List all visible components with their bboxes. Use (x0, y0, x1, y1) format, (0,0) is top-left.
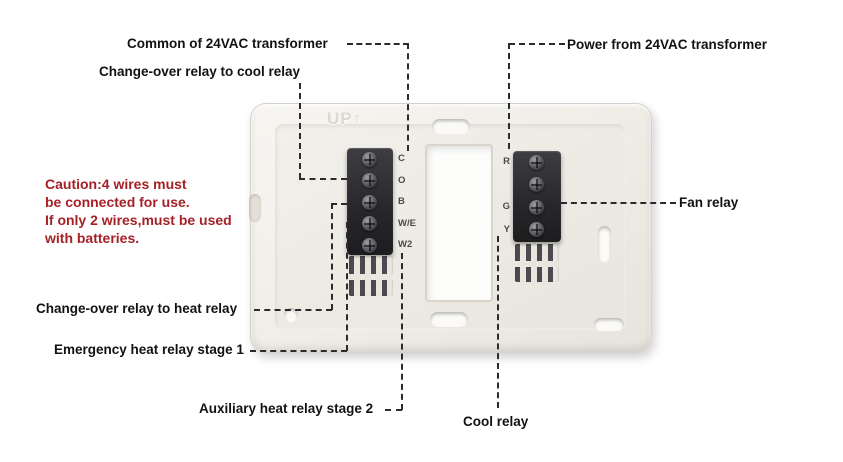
terminal-screw (529, 200, 544, 215)
terminal-block-left (347, 148, 393, 255)
label-changeover-cool-relay: Change-over relay to cool relay (99, 64, 301, 79)
terminal-screw (362, 152, 377, 167)
thermostat-backplate: UP↑ C O B W/E W2 R G Y (249, 103, 652, 353)
terminal-label-y: Y (503, 224, 510, 235)
terminal-block-right (513, 151, 561, 242)
terminal-screw (529, 222, 544, 237)
label-power-24vac-transformer: Power from 24VAC transformer (567, 37, 768, 52)
callout-line-power-v (508, 43, 510, 149)
callout-line-cool-relay-co-h (299, 178, 347, 180)
caution-line-2: be connected for use. (45, 194, 190, 210)
mounting-slot-top (432, 119, 470, 134)
terminal-label-w2: W2 (398, 239, 413, 250)
label-changeover-heat-relay: Change-over relay to heat relay (36, 301, 238, 316)
mounting-slot-right-vertical (598, 226, 611, 262)
label-cool-relay: Cool relay (463, 414, 529, 429)
terminal-label-we: W/E (398, 218, 416, 229)
callout-line-fan-h (561, 202, 676, 204)
callout-line-common-h (347, 43, 409, 45)
terminal-screw (529, 177, 544, 192)
left-edge-notch (249, 194, 261, 222)
mounting-slot-lower-right (594, 318, 624, 331)
up-orientation-marking: UP↑ (327, 109, 363, 128)
wire-comb-right (515, 244, 559, 282)
callout-line-emergency-h (250, 350, 347, 352)
terminal-label-c: C (398, 153, 405, 164)
wire-comb-left (349, 256, 393, 296)
terminal-label-r: R (503, 156, 510, 167)
caution-note: Caution:4 wires must be connected for us… (45, 175, 232, 247)
caution-line-3: If only 2 wires,must be used (45, 212, 232, 228)
callout-line-heat-relay-tick (331, 203, 347, 205)
caution-line-4: with batteries. (45, 230, 140, 246)
label-emergency-heat-stage1: Emergency heat relay stage 1 (54, 342, 244, 357)
caution-line-1: Caution:4 wires must (45, 176, 187, 192)
terminal-screw (362, 216, 377, 231)
callout-line-common-v (407, 43, 409, 151)
center-opening (425, 144, 493, 302)
terminal-screw (362, 195, 377, 210)
terminal-screw (362, 238, 377, 253)
callout-line-heat-relay-v (331, 203, 333, 310)
terminal-label-b: B (398, 196, 405, 207)
callout-line-emergency-v (346, 222, 348, 351)
mounting-slot-bottom (430, 312, 468, 327)
terminal-label-o: O (398, 175, 406, 186)
terminal-screw (362, 173, 377, 188)
mounting-hole-lower-left (284, 308, 298, 322)
callout-line-auxiliary-v (401, 253, 403, 410)
terminal-label-g: G (502, 201, 510, 212)
label-fan-relay: Fan relay (679, 195, 739, 210)
callout-line-cool-relay-co-v (299, 83, 301, 179)
label-common-24vac-transformer: Common of 24VAC transformer (127, 36, 328, 51)
terminal-screw (529, 155, 544, 170)
callout-line-heat-relay-h (254, 309, 332, 311)
callout-line-cool-v (497, 236, 499, 408)
callout-line-auxiliary-h (385, 409, 402, 411)
callout-line-power-h (509, 43, 565, 45)
label-auxiliary-heat-stage2: Auxiliary heat relay stage 2 (199, 401, 374, 416)
